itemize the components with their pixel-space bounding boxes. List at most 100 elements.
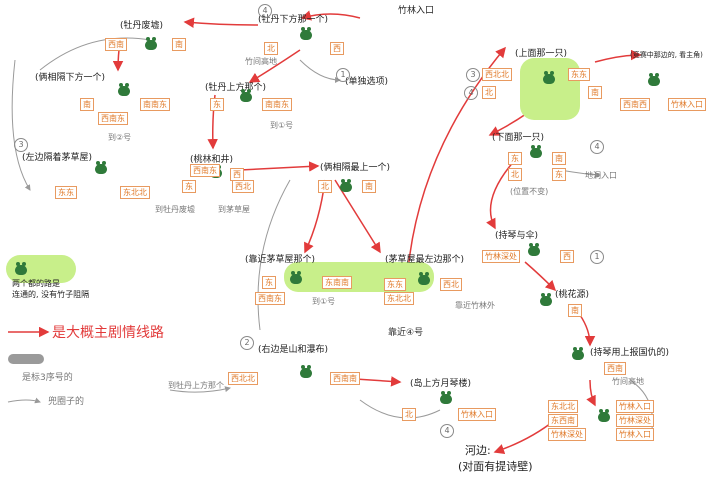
direction-box: 北 [264, 42, 278, 55]
note-label: 到牡丹上方那个 [168, 381, 224, 390]
direction-box: 南 [568, 304, 582, 317]
direction-box: 南 [552, 152, 566, 165]
frog-icon [528, 243, 540, 256]
main-route-line [300, 10, 361, 21]
direction-box: 西南东 [190, 164, 220, 177]
direction-box: 南 [172, 38, 186, 51]
note-label: 竹间高地 [245, 57, 277, 66]
direction-box: 竹林入口 [458, 408, 496, 421]
legend-gray-swatch [8, 354, 44, 364]
frog-icon [290, 271, 302, 284]
legend-red-text: 是大概主剧情线路 [52, 325, 164, 341]
direction-box: 竹林深处 [616, 414, 654, 427]
frog-icon [340, 179, 352, 192]
direction-box: 南南东 [262, 98, 292, 111]
direction-box: 南 [362, 180, 376, 193]
note-label: 竹间高地 [612, 377, 644, 386]
node-label: (牡丹下方那一个) [258, 15, 329, 25]
direction-box: 西北 [232, 180, 254, 193]
note-label: 靠近竹林外 [455, 301, 495, 310]
main-route-line [407, 46, 506, 271]
node-label: (上面那一只) [515, 49, 568, 59]
direction-box: 西南东 [255, 292, 285, 305]
direction-box: 西北北 [228, 372, 258, 385]
direction-box: 东东 [384, 278, 406, 291]
direction-box: 南 [80, 98, 94, 111]
number-badge: 1 [336, 68, 350, 82]
direction-box: 东 [552, 168, 566, 181]
direction-box: 西南南 [330, 372, 360, 385]
direction-box: 西南 [105, 38, 127, 51]
number-badge: 4 [440, 424, 454, 438]
number-badge: 4 [590, 140, 604, 154]
main-route-line [493, 419, 556, 455]
node-label: (左边隔着茅草屋) [22, 153, 93, 163]
legend-green-text: 两个都的路是 连通的, 没有竹子阻隔 [12, 279, 90, 299]
frog-icon [572, 347, 584, 360]
node-label: (持琴用上报国仇的) [590, 348, 670, 358]
frog-icon [530, 145, 542, 158]
main-route-line [334, 179, 381, 254]
direction-box: 西北 [440, 278, 462, 291]
frog-icon [300, 365, 312, 378]
frog-icon [118, 83, 130, 96]
node-label: (岛上方月琴楼) [410, 379, 472, 389]
note-label: (位置不变) [510, 187, 549, 196]
node-label: (桃花源) [555, 290, 590, 300]
frog-icon [240, 89, 252, 102]
main-route-line [594, 49, 642, 63]
direction-box: 西南东 [98, 112, 128, 125]
main-route-line [579, 314, 596, 347]
direction-box: 东 [182, 180, 196, 193]
note-label: 到①号 [312, 297, 336, 306]
node-label: (对面有提诗壁) [458, 460, 533, 473]
direction-box: 西南 [604, 362, 626, 375]
loop-line [39, 37, 151, 71]
node-label: (茅草屋最左边那个) [385, 255, 465, 265]
node-label: (俩相隔最上一个) [320, 163, 391, 173]
node-label: (俩相隔下方一个) [35, 73, 106, 83]
loop-line [257, 179, 291, 331]
main-route-line [248, 49, 301, 83]
direction-box: 竹林入口 [668, 98, 706, 111]
loop-line [11, 59, 31, 191]
note-label: 到牡丹废墟 [155, 205, 195, 214]
direction-box: 北 [402, 408, 416, 421]
frog-icon [440, 391, 452, 404]
node-label: (桃林和井) [190, 155, 234, 165]
direction-box: 东北北 [548, 400, 578, 413]
direction-box: 西南西 [620, 98, 650, 111]
number-badge: 4 [464, 86, 478, 100]
number-badge: 3 [14, 138, 28, 152]
loop-line [299, 59, 341, 83]
note-label: 靠近④号 [388, 328, 424, 338]
node-label: (牡丹上方那个) [205, 83, 267, 93]
direction-box: 南南东 [140, 98, 170, 111]
loop-line [359, 399, 441, 419]
main-route-line [486, 159, 516, 230]
note-label: 到②号 [108, 133, 132, 142]
node-label: (下面那一只) [492, 133, 545, 143]
main-route-line [239, 161, 320, 172]
frog-icon [648, 73, 660, 86]
frog-icon [540, 293, 552, 306]
legend-loop-text: 兜圈子的 [48, 397, 85, 407]
node-label: (单独选项) [345, 77, 389, 87]
note-label: 到①号 [270, 121, 294, 130]
direction-box: 竹林深处 [548, 428, 586, 441]
node-label: (右边是山和瀑布) [258, 345, 329, 355]
frog-icon [418, 272, 430, 285]
frog-icon [95, 161, 107, 174]
direction-box: 北 [508, 168, 522, 181]
note-label: 到茅草屋 [218, 205, 250, 214]
loop-line [169, 386, 231, 393]
frog-icon [300, 27, 312, 40]
number-badge: 3 [466, 68, 480, 82]
direction-box: 东北北 [384, 292, 414, 305]
frog-icon [15, 262, 27, 275]
direction-box: 竹林入口 [616, 428, 654, 441]
direction-box: 西 [330, 42, 344, 55]
direction-box: 西北北 [482, 68, 512, 81]
direction-box: 南 [588, 86, 602, 99]
